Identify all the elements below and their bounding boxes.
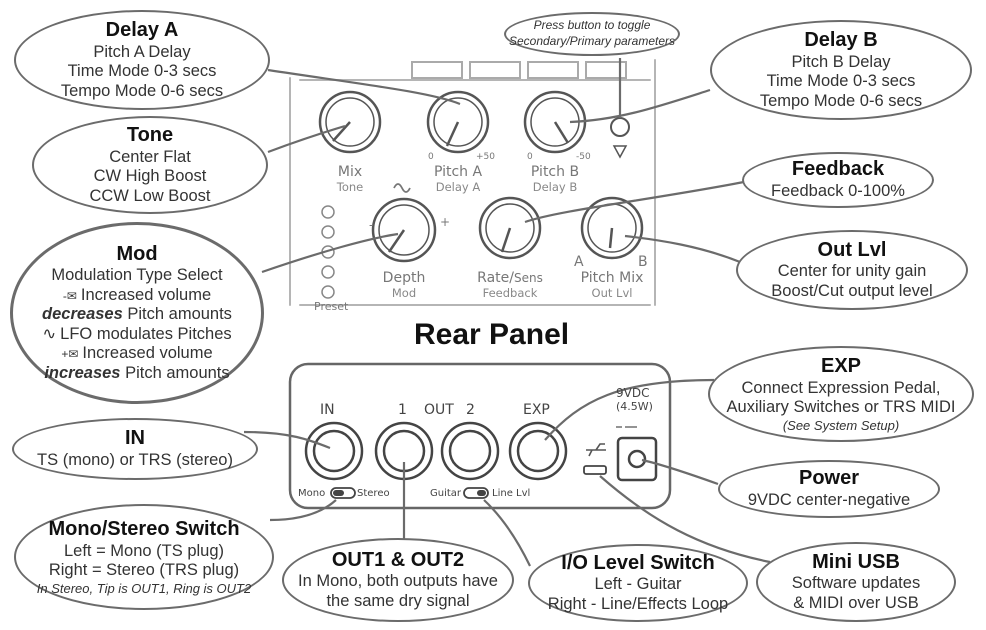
pitch-b-max: -50 [576,152,591,162]
pitch-b-min: 0 [527,152,533,162]
knob-pitch-mix-label: Pitch Mix Out Lvl [580,270,644,300]
callout-delay-b: Delay B Pitch B Delay Time Mode 0-3 secs… [710,20,972,120]
pitch-a-min: 0 [428,152,434,162]
rear-in-label: IN [320,402,335,418]
knob-rate-label: Rate/Sens Feedback [477,270,543,300]
callout-in: IN TS (mono) or TRS (stereo) [12,418,258,480]
callout-tone: Tone Center Flat CW High Boost CCW Low B… [32,116,268,214]
callout-out1-out2: OUT1 & OUT2 In Mono, both outputs have t… [282,538,514,622]
minus-envelope-icon: -✉ [62,288,77,303]
knob-pitch-b-label: Pitch B Delay B [530,164,580,194]
callout-io-level: I/O Level Switch Left - Guitar Right - L… [528,544,748,622]
rear-out-label: OUT [424,402,454,418]
depth-minus: - [369,218,374,232]
rear-out2-label: 2 [466,402,475,418]
callout-exp: EXP Connect Expression Pedal, Auxiliary … [708,346,974,442]
callout-power: Power 9VDC center-negative [718,460,940,518]
lfo-wave-icon: ∿ [42,324,57,343]
pitch-a-max: +50 [476,152,495,162]
knob-pitch-a-label: Pitch A Delay A [433,164,483,194]
toggle-note: Press button to toggle Secondary/Primary… [504,12,680,56]
rear-exp-label: EXP [523,402,550,418]
depth-plus: + [440,215,451,229]
knob-mix-label: Mix Tone [336,164,364,194]
rear-power-label: 9VDC [616,386,650,400]
callout-delay-a: Delay A Pitch A Delay Time Mode 0-3 secs… [14,10,270,110]
rear-jacks [304,421,658,499]
pitch-mix-a: A [574,254,584,270]
preset-label: Preset [314,300,349,313]
callout-mono-stereo: Mono/Stereo Switch Left = Mono (TS plug)… [14,504,274,610]
stereo-label: Stereo [357,488,390,499]
rear-out1-label: 1 [398,402,407,418]
callout-mod: Mod Modulation Type Select -✉Increased v… [10,222,264,404]
mono-label: Mono [298,488,326,499]
callout-out-lvl: Out Lvl Center for unity gain Boost/Cut … [736,230,968,310]
callout-feedback: Feedback Feedback 0-100% [742,152,934,208]
rear-power-sub: (4.5W) [616,400,653,413]
plus-envelope-icon: +✉ [61,346,79,361]
front-knobs [318,90,644,299]
knob-depth-label: Depth Mod [382,270,426,300]
pitch-mix-b: B [638,254,648,270]
rear-panel-title: Rear Panel [414,318,570,351]
guitar-label: Guitar [430,488,462,499]
line-lvl-label: Line Lvl [492,488,531,499]
callout-mini-usb: Mini USB Software updates & MIDI over US… [756,542,956,622]
